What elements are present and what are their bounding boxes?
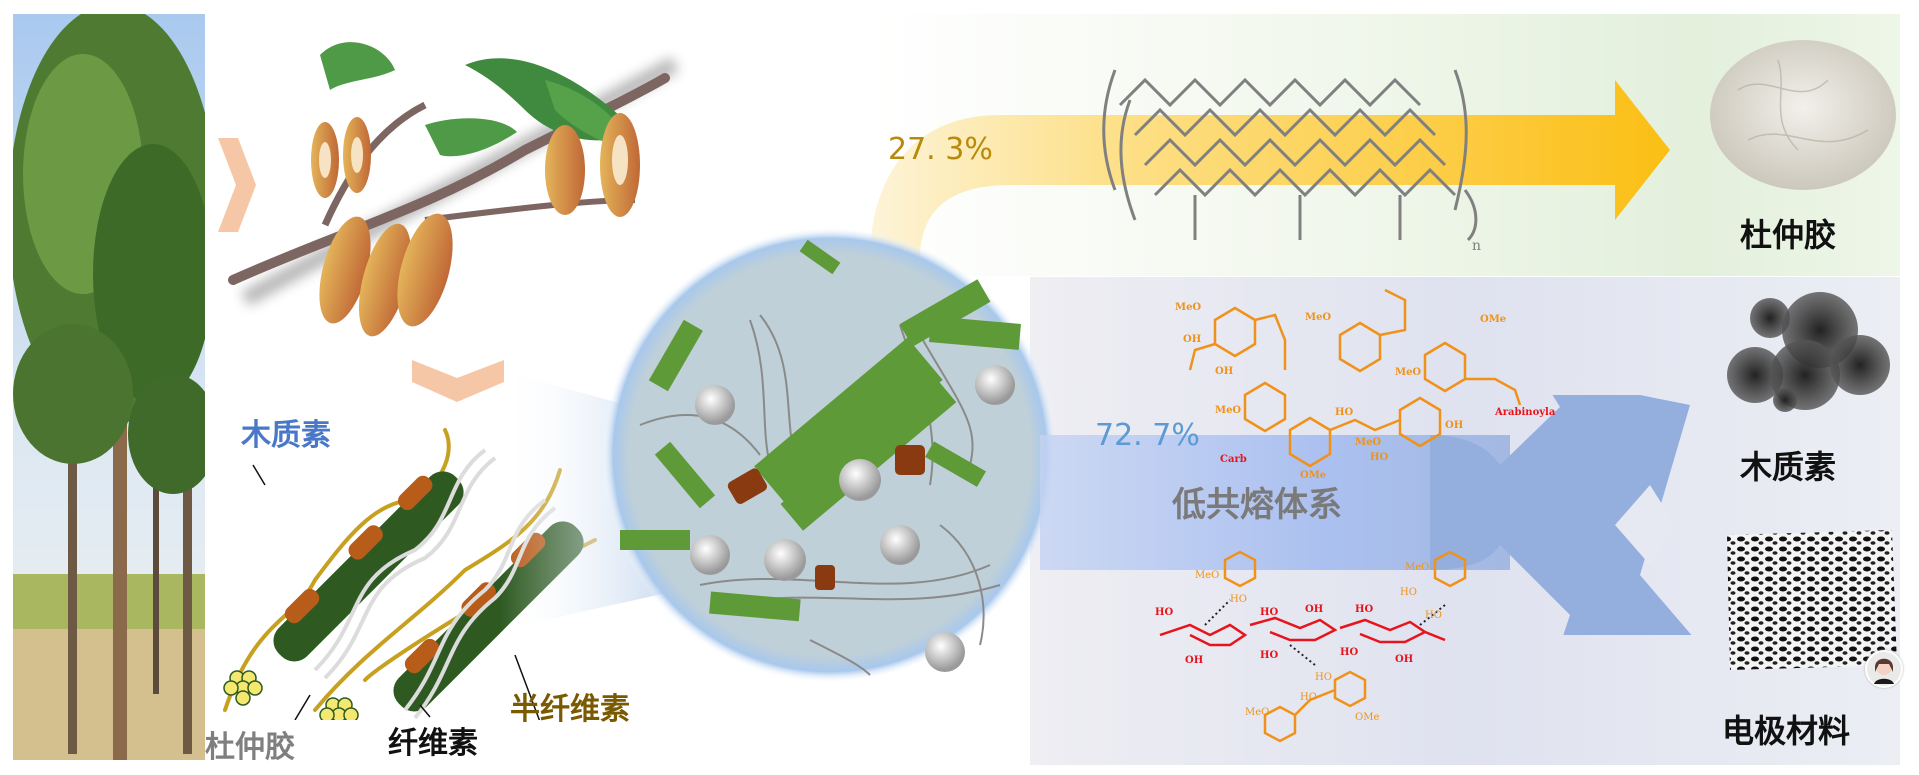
chem-group: OH: [1305, 604, 1323, 615]
polymer-n-subscript: n: [1472, 238, 1481, 250]
deep-eutectic-system-label: 低共熔体系: [1172, 485, 1342, 525]
tree-photo: [13, 14, 205, 760]
lignin-flow-arrow: [1040, 395, 1692, 635]
chem-group: HO: [1340, 647, 1358, 658]
chem-group: HO: [1335, 407, 1353, 418]
avatar-face-icon: [1874, 658, 1894, 684]
avatar[interactable]: [1865, 650, 1903, 688]
hemicellulose-label: 半纤维素: [510, 692, 630, 727]
chem-group: MeO: [1245, 707, 1269, 718]
chem-group: MeO: [1195, 570, 1219, 581]
chevron-right-icon: [218, 138, 256, 232]
arabinoylan-tag: Arabinoylan: [1494, 407, 1555, 418]
chem-group: MeO: [1395, 367, 1421, 378]
chem-group: OMe: [1480, 314, 1506, 325]
gutta-flow-arrow: [870, 80, 1670, 260]
chem-group: HO: [1355, 604, 1373, 615]
chem-group: MeO: [1355, 437, 1381, 448]
cellulose-lignin-structure-lower: HO OH HO OH HO HO OH HO MeO HO MeO HO HO…: [1155, 550, 1467, 743]
chem-group: HO: [1260, 650, 1278, 661]
cellulose-label: 纤维素: [388, 726, 478, 761]
chem-group: HO: [1155, 607, 1173, 618]
chevron-down-icon: [412, 360, 504, 402]
chem-group: HO: [1400, 587, 1417, 598]
gutta-percha-label: 杜仲胶: [205, 730, 295, 765]
gutta-percent: 27. 3%: [888, 132, 993, 167]
lignin-percent: 72. 7%: [1095, 418, 1200, 453]
carb-tag: Carb: [1220, 454, 1247, 465]
chem-group: MeO: [1405, 562, 1429, 573]
cell-wall-fibril-diagram: [223, 428, 597, 720]
chem-group: HO: [1315, 672, 1332, 683]
magnified-microstructure-circle: [602, 227, 1058, 683]
lignin-particles-image: [1727, 292, 1890, 412]
product-label-lignin: 木质素: [1740, 448, 1837, 486]
chem-group: HO: [1300, 692, 1317, 703]
fruit-branch-illustration: [228, 42, 679, 337]
chem-group: HO: [1260, 607, 1278, 618]
trans-polyisoprene-structure: n: [1102, 69, 1481, 250]
chem-group: OH: [1445, 420, 1463, 431]
chem-group: OH: [1185, 655, 1203, 666]
chem-group: HO: [1370, 452, 1388, 463]
chem-group: MeO: [1215, 405, 1241, 416]
chem-group: OMe: [1355, 712, 1379, 723]
chem-group: MeO: [1175, 302, 1201, 313]
porous-carbon-electrode-image: [1727, 530, 1897, 670]
chem-group: MeO: [1305, 312, 1331, 323]
lignin-structure-upper: MeO OH OH MeO OMe MeO MeO HO MeO OH HO O…: [1175, 288, 1555, 480]
product-label-electrode: 电极材料: [1722, 712, 1851, 750]
chem-group: OH: [1395, 654, 1413, 665]
chem-group: HO: [1425, 610, 1442, 621]
lignin-label: 木质素: [241, 418, 331, 453]
chem-group: OH: [1183, 334, 1201, 345]
gutta-percha-sample-image: [1710, 40, 1896, 190]
chem-group: HO: [1230, 594, 1247, 605]
chem-group: OH: [1215, 366, 1233, 377]
product-label-gutta: 杜仲胶: [1740, 216, 1837, 254]
chem-group: OMe: [1300, 470, 1326, 480]
